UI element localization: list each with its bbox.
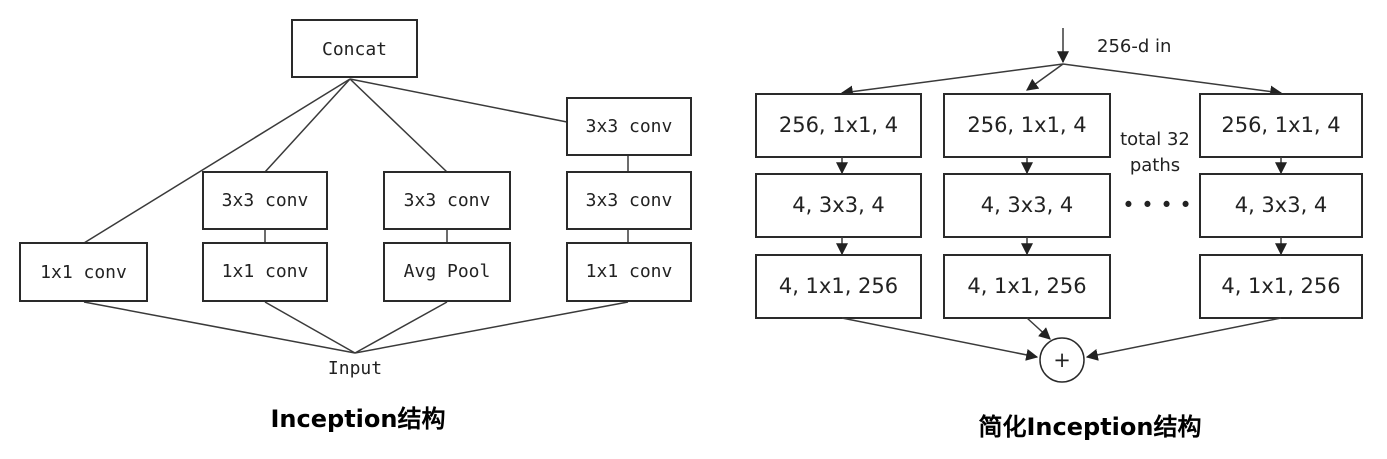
total-paths-note-line1: total 32 — [1120, 129, 1190, 150]
split-arrow-1 — [840, 63, 1064, 98]
path-2-layer1-label: 256, 1x1, 4 — [967, 113, 1086, 137]
path-3-layer2-label: 4, 3x3, 4 — [1235, 193, 1328, 217]
edge-col1-input — [83, 301, 356, 354]
edge-col3-input — [354, 301, 448, 354]
col4-middle-label: 3x3 conv — [586, 190, 673, 211]
edge-concat-col1 — [83, 78, 351, 244]
path-2: 256, 1x1, 4 4, 3x3, 4 4, 1x1, 256 — [943, 93, 1111, 319]
path-2-layer3-label: 4, 1x1, 256 — [967, 274, 1086, 298]
path-1-layer2-label: 4, 3x3, 4 — [792, 193, 885, 217]
col4-top-label: 3x3 conv — [586, 116, 673, 137]
edge-col2-input — [264, 301, 356, 354]
input-dim-label: 256-d in — [1097, 36, 1171, 57]
col3-top-node: 3x3 conv — [383, 171, 511, 230]
col1-bottom-node: 1x1 conv — [19, 242, 148, 302]
concat-node: Concat — [291, 19, 418, 78]
path-1-layer3-label: 4, 1x1, 256 — [779, 274, 898, 298]
ellipsis: • • • • — [1122, 193, 1192, 217]
path-3-layer1-label: 256, 1x1, 4 — [1221, 113, 1340, 137]
col2-bottom-label: 1x1 conv — [222, 261, 309, 282]
simplified-inception-caption: 简化Inception结构 — [979, 413, 1202, 441]
edge-col4-input — [354, 301, 629, 354]
edge-concat-col2 — [264, 78, 351, 173]
merge-arrow-3 — [1085, 317, 1282, 361]
col4-middle-node: 3x3 conv — [566, 171, 692, 230]
input-label: Input — [328, 358, 382, 379]
inception-caption: Inception结构 — [271, 405, 446, 433]
col2-top-label: 3x3 conv — [222, 190, 309, 211]
inception-connections — [83, 78, 629, 354]
col2-top-node: 3x3 conv — [202, 171, 328, 230]
simplified-inception-diagram: 256-d in 256, 1x1, 4 4, 3x3, 4 4, 1x1, 2… — [755, 28, 1363, 441]
path-2-layer2-label: 4, 3x3, 4 — [981, 193, 1074, 217]
col3-bottom-node: Avg Pool — [383, 242, 511, 302]
edge-concat-col4 — [349, 78, 568, 123]
merge-arrow-2 — [1026, 317, 1051, 340]
col2-bottom-node: 1x1 conv — [202, 242, 328, 302]
split-arrow-3 — [1062, 63, 1283, 98]
concat-label: Concat — [322, 39, 387, 60]
edge-concat-col3 — [349, 78, 448, 173]
path-1-layer1-label: 256, 1x1, 4 — [779, 113, 898, 137]
col4-bottom-node: 1x1 conv — [566, 242, 692, 302]
merge-arrow-1 — [841, 317, 1039, 361]
path-3-layer3-label: 4, 1x1, 256 — [1221, 274, 1340, 298]
sum-node: + — [1039, 337, 1085, 383]
col1-bottom-label: 1x1 conv — [40, 262, 127, 283]
total-paths-note-line2: paths — [1130, 155, 1180, 176]
plus-icon: + — [1053, 348, 1071, 372]
col4-bottom-label: 1x1 conv — [586, 261, 673, 282]
path-3: 256, 1x1, 4 4, 3x3, 4 4, 1x1, 256 — [1199, 93, 1363, 319]
path-1: 256, 1x1, 4 4, 3x3, 4 4, 1x1, 256 — [755, 93, 922, 319]
split-arrow-2 — [1026, 63, 1064, 91]
inception-diagram: Concat 1x1 conv 3x3 conv 1x1 conv 3x3 co… — [19, 19, 692, 433]
col3-bottom-label: Avg Pool — [404, 261, 491, 282]
col3-top-label: 3x3 conv — [404, 190, 491, 211]
col4-top-node: 3x3 conv — [566, 97, 692, 156]
